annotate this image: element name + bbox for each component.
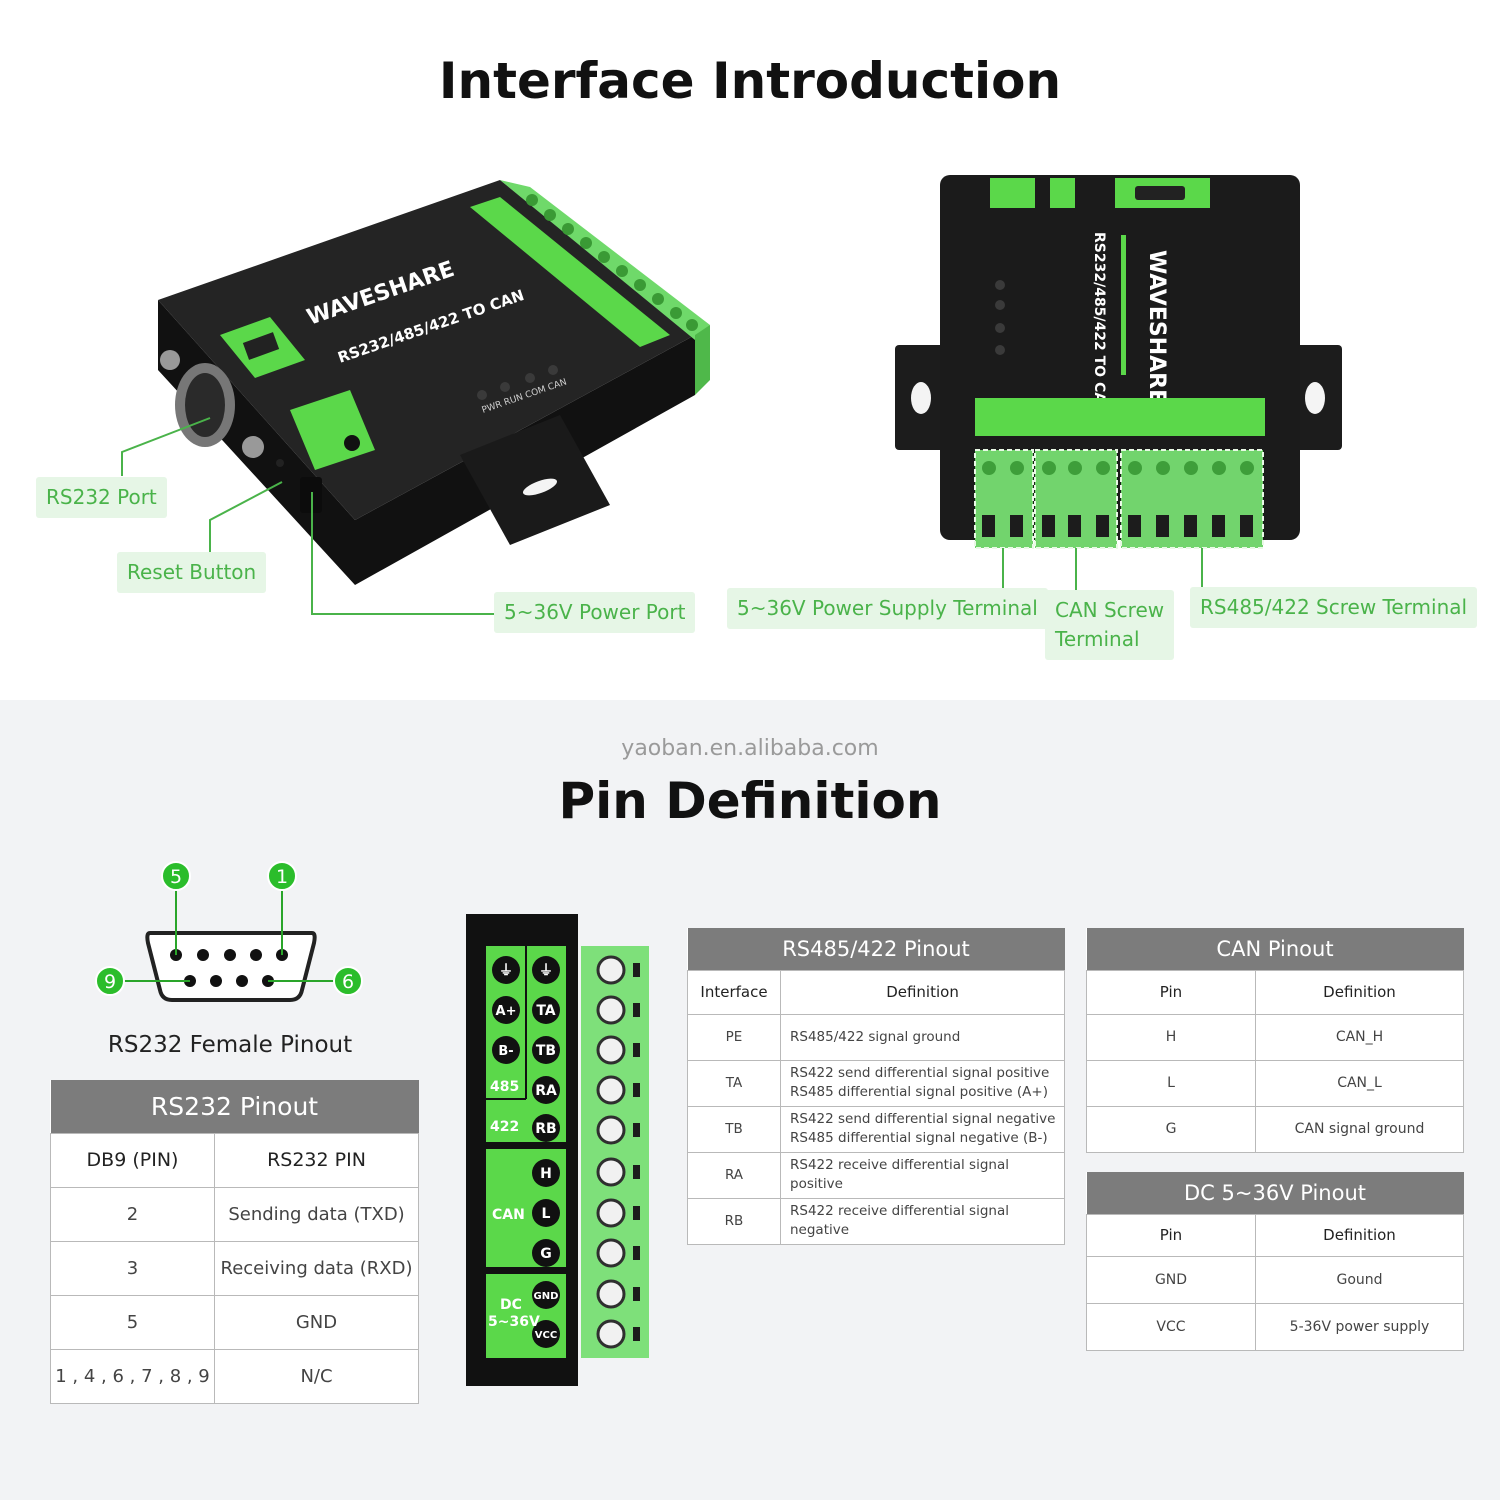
table-row: 5 GND [50, 1294, 420, 1350]
dc-pinout-table: DC 5~36V Pinout Pin Definition GND Gound… [1086, 1172, 1464, 1351]
table-row: 1 , 4 , 6 , 7 , 8 , 9 N/C [50, 1348, 420, 1404]
device-body [940, 175, 1300, 540]
strip-label-485: 485 [490, 1079, 519, 1095]
table-row: RA RS422 receive differential signal pos… [687, 1151, 1066, 1199]
device-side-face [158, 300, 695, 585]
callout-can-terminal: CAN Screw Terminal [1045, 590, 1175, 660]
table-row: TB RS422 send differential signal negati… [687, 1105, 1066, 1153]
strip-pin-tb: TB [536, 1043, 556, 1059]
device-brand-vertical: WAVESHARE [1144, 250, 1169, 404]
table-row: GND Gound [1086, 1255, 1464, 1304]
rs232-pinout-table: RS232 Pinout DB9 (PIN) RS232 PIN 2 Sendi… [50, 1080, 420, 1404]
dc-header-pin: Pin [1086, 1213, 1256, 1257]
strip-pin-pe-left: ⏚ [499, 963, 513, 979]
table-row: L CAN_L [1086, 1059, 1464, 1107]
rs232-header-pin: RS232 PIN [213, 1132, 420, 1188]
watermark: yaoban.en.alibaba.com [621, 736, 879, 761]
db9-pin-1-label: 1 [276, 866, 288, 888]
callout-can-terminal-line1: CAN Screw [1055, 598, 1165, 622]
mounting-bracket [460, 415, 610, 545]
rs232-header-db9: DB9 (PIN) [50, 1132, 215, 1188]
rs485-table-title: RS485/422 Pinout [687, 928, 1065, 970]
callout-rs485-terminal: RS485/422 Screw Terminal [1190, 587, 1478, 628]
strip-pin-l: L [542, 1206, 551, 1222]
device-top-view: WAVESHARE RS232/485/422 TO CAN [895, 175, 1342, 549]
strip-label-422: 422 [490, 1119, 519, 1135]
status-leds [477, 365, 558, 400]
db9-pinout-diagram: 5 1 9 6 [95, 861, 363, 1002]
strip-label-dc-voltage: 5~36V [488, 1314, 540, 1330]
strip-pin-b-minus: B- [498, 1044, 513, 1059]
strip-pin-ta: TA [536, 1003, 555, 1019]
callout-reset-button: Reset Button [117, 552, 267, 593]
can-header-definition: Definition [1255, 969, 1464, 1015]
status-leds-top [995, 280, 1005, 355]
table-row: 3 Receiving data (RXD) [50, 1240, 420, 1296]
strip-pin-vcc: VCC [535, 1330, 557, 1341]
table-row: PE RS485/422 signal ground [687, 1013, 1066, 1061]
dc-header-definition: Definition [1255, 1213, 1464, 1257]
terminal-screws [526, 194, 698, 331]
db9-pins [170, 949, 288, 987]
strip-pin-pe-right: ⏚ [539, 963, 553, 979]
table-row: RB RS422 receive differential signal neg… [687, 1197, 1066, 1245]
table-row: VCC 5-36V power supply [1086, 1302, 1464, 1351]
callout-can-terminal-line2: Terminal [1055, 627, 1140, 651]
can-pinout-table: CAN Pinout Pin Definition H CAN_H L CAN_… [1086, 928, 1464, 1153]
table-row: G CAN signal ground [1086, 1105, 1464, 1153]
rs485-header-interface: Interface [687, 969, 781, 1015]
terminal-pin-strip: ⏚ A+ B- ⏚ TA TB RA RB H L G GND VCC 485 … [466, 914, 649, 1386]
rs232-table-title: RS232 Pinout [50, 1080, 419, 1133]
strip-pin-a-plus: A+ [496, 1004, 517, 1019]
table-row: TA RS422 send differential signal positi… [687, 1059, 1066, 1107]
device-angled-view: WAVESHARE RS232/485/422 TO CAN PWR RUN C… [158, 180, 710, 585]
interface-introduction-title: Interface Introduction [438, 52, 1062, 110]
bottom-label-strip [975, 398, 1265, 436]
strip-pin-g: G [540, 1246, 552, 1262]
rs485-header-definition: Definition [779, 969, 1066, 1015]
dc-table-title: DC 5~36V Pinout [1086, 1172, 1464, 1214]
db9-shell [145, 931, 317, 1002]
db9-pin-5-label: 5 [170, 866, 182, 888]
rs232-female-pinout-caption: RS232 Female Pinout [107, 1032, 353, 1058]
callout-power-terminal: 5~36V Power Supply Terminal [727, 588, 1048, 629]
db9-pin-9-label: 9 [104, 971, 116, 993]
strip-pin-rb: RB [535, 1121, 556, 1137]
db9-pin-6-label: 6 [342, 971, 354, 993]
rs485-pinout-table: RS485/422 Pinout Interface Definition PE… [687, 928, 1066, 1245]
can-header-pin: Pin [1086, 969, 1256, 1015]
device-model-vertical: RS232/485/422 TO CAN [1091, 232, 1107, 415]
table-row: 2 Sending data (TXD) [50, 1186, 420, 1242]
strip-label-dc: DC [500, 1297, 522, 1313]
dc-jack [300, 477, 322, 513]
pin-definition-title: Pin Definition [558, 772, 942, 830]
pin-label-strip [470, 197, 670, 347]
strip-pin-gnd: GND [534, 1291, 559, 1302]
callout-rs232-port: RS232 Port [36, 477, 167, 518]
callout-power-port: 5~36V Power Port [494, 592, 696, 633]
can-table-title: CAN Pinout [1086, 928, 1464, 970]
strip-label-can: CAN [492, 1207, 525, 1223]
strip-pin-h: H [540, 1166, 552, 1182]
strip-pin-ra: RA [535, 1083, 557, 1099]
reset-button-hole [276, 459, 284, 467]
table-row: H CAN_H [1086, 1013, 1464, 1061]
